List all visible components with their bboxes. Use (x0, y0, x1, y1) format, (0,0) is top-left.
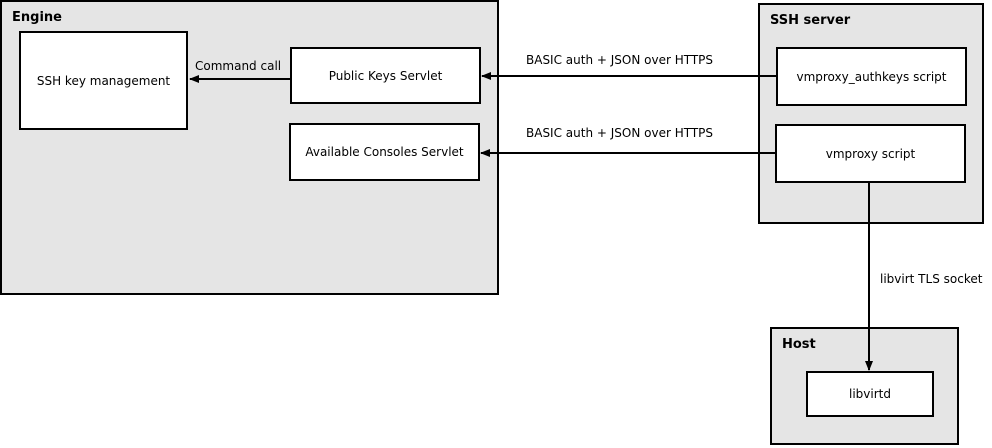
command-call-label: Command call (195, 59, 282, 73)
libvirtd-node: libvirtd (806, 371, 934, 417)
authkeys-https-label: BASIC auth + JSON over HTTPS (526, 53, 714, 67)
host-title: Host (782, 337, 816, 352)
engine-title: Engine (12, 10, 62, 25)
ssh-key-management-node: SSH key management (19, 31, 188, 130)
consoles-https-label: BASIC auth + JSON over HTTPS (526, 126, 714, 140)
libvirt-tls-label: libvirt TLS socket (880, 272, 983, 286)
vmproxy-script-node: vmproxy script (775, 124, 966, 183)
vmproxy-authkeys-script-node: vmproxy_authkeys script (776, 47, 967, 106)
public-keys-servlet-node: Public Keys Servlet (290, 47, 481, 104)
available-consoles-servlet-node: Available Consoles Servlet (289, 123, 480, 181)
ssh-server-title: SSH server (770, 13, 851, 28)
ssh-server-container: SSH server (758, 3, 984, 224)
